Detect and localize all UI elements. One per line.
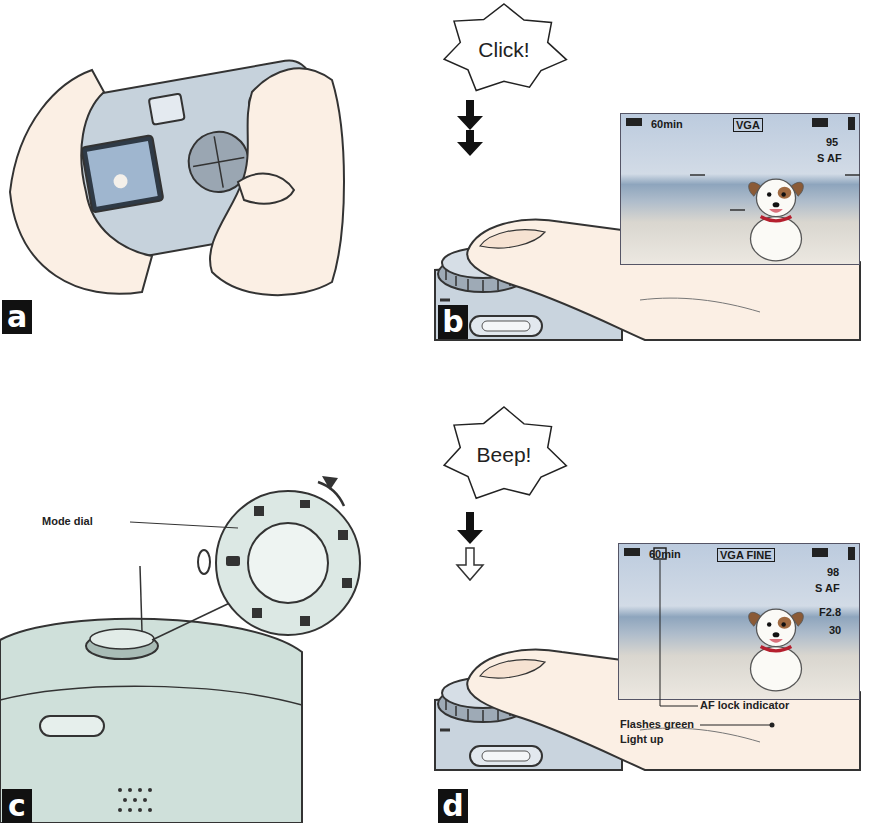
screen-readout: VGA FINE xyxy=(717,548,775,562)
sound-starburst: Click! xyxy=(438,2,570,97)
viewfinder xyxy=(149,94,185,125)
callout-label: Flashes green xyxy=(620,718,694,730)
screen-readout: 60min xyxy=(651,118,683,130)
camera-mode-dial xyxy=(0,476,360,823)
panel-letter: c xyxy=(2,789,32,823)
camera-body xyxy=(0,619,302,823)
sound-starburst: Beep! xyxy=(438,405,570,505)
callout-label: AF lock indicator xyxy=(700,699,789,711)
sound-word: Beep! xyxy=(477,443,532,467)
screen-readout: S AF xyxy=(817,152,842,164)
turn-arrow-head xyxy=(322,476,338,490)
screen-readout: 95 xyxy=(826,136,838,148)
zoom-line xyxy=(152,600,236,640)
lcd-screen: 60min VGA FINE 98 S AF F2.8 30 xyxy=(618,543,860,700)
lcd-dog xyxy=(112,173,128,189)
button xyxy=(40,716,104,736)
arrow-shaft xyxy=(466,512,474,532)
starburst-shape xyxy=(444,4,566,91)
lcd-screen: 60min VGA 95 S AF xyxy=(620,113,860,265)
screen-readout: 30 xyxy=(829,624,841,636)
lcd-picture xyxy=(87,141,158,207)
panel-letter-text: d xyxy=(442,791,463,821)
index-mark xyxy=(198,550,210,574)
panel-letter: d xyxy=(438,789,468,823)
speaker-holes xyxy=(118,788,152,812)
outline-arrow xyxy=(457,548,483,580)
arrow-head xyxy=(457,142,483,156)
starburst-shape xyxy=(444,407,566,498)
arrow-head xyxy=(457,530,483,544)
callout-label: Mode dial xyxy=(42,515,93,527)
left-hand xyxy=(10,70,152,294)
arrow-shaft xyxy=(466,100,474,118)
leader-line xyxy=(130,522,238,528)
panel-letter-text: c xyxy=(8,791,26,821)
arrow-shaft xyxy=(466,130,474,144)
panel-letter-text: a xyxy=(7,302,27,332)
screen-readout: 98 xyxy=(827,566,839,578)
mode-icons xyxy=(226,500,352,626)
screen-readout: S AF xyxy=(815,582,840,594)
panel-letter: b xyxy=(438,305,468,339)
lcd-frame xyxy=(81,135,163,212)
screen-readout: VGA xyxy=(733,118,763,132)
panel-letter-text: b xyxy=(442,307,463,337)
camera-in-hands xyxy=(10,57,344,295)
half-press-arrows xyxy=(457,512,483,580)
mode-dial xyxy=(216,491,360,635)
mode-dial-center xyxy=(248,523,328,603)
zoom-line xyxy=(140,566,142,632)
thumb xyxy=(238,174,294,204)
sound-word: Click! xyxy=(478,38,529,62)
body-edge xyxy=(0,686,302,705)
callout-label: Light up xyxy=(620,733,663,745)
panel-letter: a xyxy=(2,300,32,334)
right-hand xyxy=(210,68,344,295)
screen-readout: 60min xyxy=(649,548,681,560)
press-arrows xyxy=(457,100,483,156)
small-dial-top xyxy=(90,629,154,649)
screen-readout: F2.8 xyxy=(819,606,841,618)
arrow-head xyxy=(457,116,483,130)
